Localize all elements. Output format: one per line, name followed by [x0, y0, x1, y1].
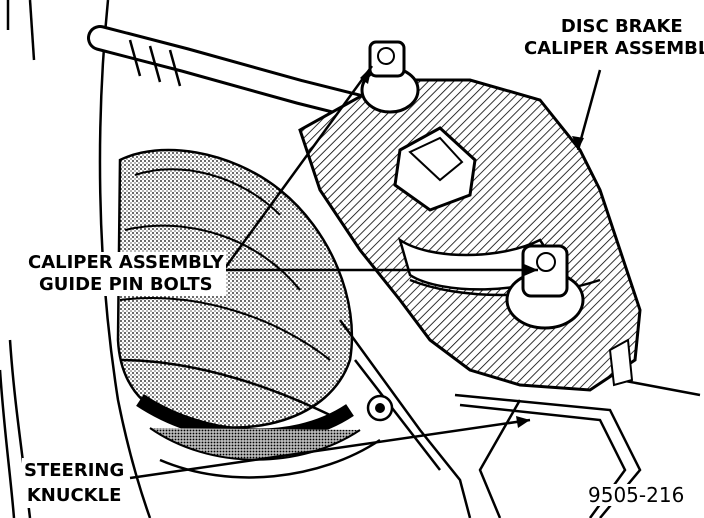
leader-lines — [129, 65, 602, 480]
steering-knuckle-label-line-1: STEERING — [24, 460, 125, 481]
banjo-fitting — [393, 126, 477, 212]
guide-pin-bolts-label-line-1: CALIPER ASSEMBLY — [28, 252, 224, 273]
guide-pin-bolts-label: CALIPER ASSEMBLY GUIDE PIN BOLTS — [26, 252, 226, 296]
caliper-assembly-label-line-2: CALIPER ASSEMBLY — [524, 38, 704, 59]
leader-arrowheads — [360, 66, 584, 428]
caliper-assembly-label: DISC BRAKE CALIPER ASSEMBLY — [522, 16, 704, 60]
knuckle-bolt — [366, 394, 394, 422]
lower-guide-pin-bolt — [505, 244, 634, 387]
steering-knuckle-label-line-2: KNUCKLE — [26, 485, 122, 506]
steering-knuckle-label: STEERING KNUCKLE — [22, 458, 127, 508]
figure-number: 9505-216 — [586, 483, 687, 507]
upper-guide-pin-bolt — [360, 40, 420, 114]
caliper-assembly-label-line-1: DISC BRAKE — [560, 16, 683, 37]
guide-pin-bolts-label-line-2: GUIDE PIN BOLTS — [39, 274, 213, 295]
